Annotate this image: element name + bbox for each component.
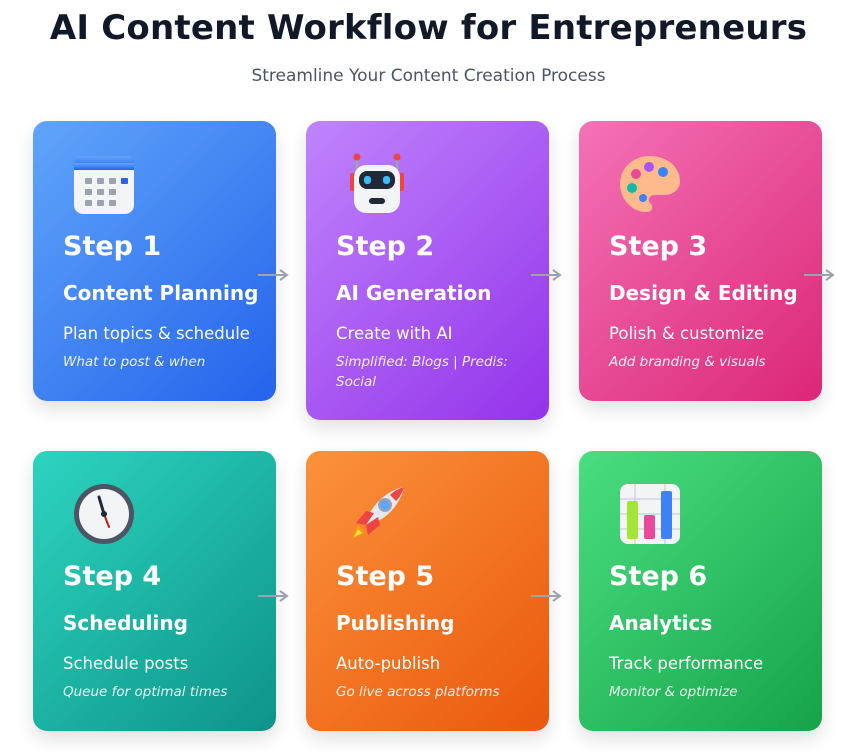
- page-subtitle: Streamline Your Content Creation Process: [251, 66, 606, 86]
- step-detail: What to post & when: [63, 354, 206, 370]
- step-description: Create with AI: [336, 324, 453, 343]
- step-description: Schedule posts: [63, 654, 189, 673]
- step-detail: Add branding & visuals: [609, 354, 766, 370]
- step-card-4: Step 4 Scheduling Schedule posts Queue f…: [33, 451, 276, 731]
- clock-icon: [74, 484, 134, 544]
- step-number: Step 6: [609, 561, 708, 592]
- step-name: Analytics: [609, 611, 713, 635]
- step-description: Track performance: [609, 654, 764, 673]
- step-detail: Queue for optimal times: [63, 684, 228, 700]
- step-name: Publishing: [336, 611, 455, 635]
- step-name: Scheduling: [63, 611, 188, 635]
- arrow-right-icon: [258, 269, 289, 281]
- step-number: Step 1: [63, 231, 162, 262]
- step-card-6: Step 6 Analytics Track performance Monit…: [579, 451, 822, 731]
- step-name: Design & Editing: [609, 281, 798, 305]
- rocket-icon: [352, 487, 404, 539]
- step-detail: Go live across platforms: [336, 684, 500, 700]
- step-name: AI Generation: [336, 281, 492, 305]
- step-number: Step 4: [63, 561, 162, 592]
- step-description: Auto-publish: [336, 654, 441, 673]
- step-description: Plan topics & schedule: [63, 324, 250, 343]
- step-name: Content Planning: [63, 281, 259, 305]
- step-detail: Monitor & optimize: [609, 684, 738, 700]
- step-card-1: Step 1 Content Planning Plan topics & sc…: [33, 121, 276, 401]
- step-number: Step 5: [336, 561, 435, 592]
- bar-chart-icon: [620, 484, 680, 544]
- page-title: AI Content Workflow for Entrepreneurs: [49, 8, 808, 48]
- step-card-3: Step 3 Design & Editing Polish & customi…: [579, 121, 822, 401]
- arrow-right-icon: [531, 590, 562, 602]
- arrow-right-icon: [258, 590, 289, 602]
- step-detail: Simplified: Blogs | Predis: Social: [336, 354, 508, 390]
- arrow-right-icon: [804, 269, 835, 281]
- calendar-icon: [74, 156, 134, 214]
- robot-icon: [350, 153, 404, 213]
- arrow-right-icon: [531, 269, 562, 281]
- step-description: Polish & customize: [609, 324, 765, 343]
- step-card-5: Step 5 Publishing Auto-publish Go live a…: [306, 451, 549, 731]
- step-number: Step 3: [609, 231, 708, 262]
- palette-icon: [620, 156, 680, 212]
- step-number: Step 2: [336, 231, 435, 262]
- step-card-2: Step 2 AI Generation Create with AI Simp…: [306, 121, 549, 420]
